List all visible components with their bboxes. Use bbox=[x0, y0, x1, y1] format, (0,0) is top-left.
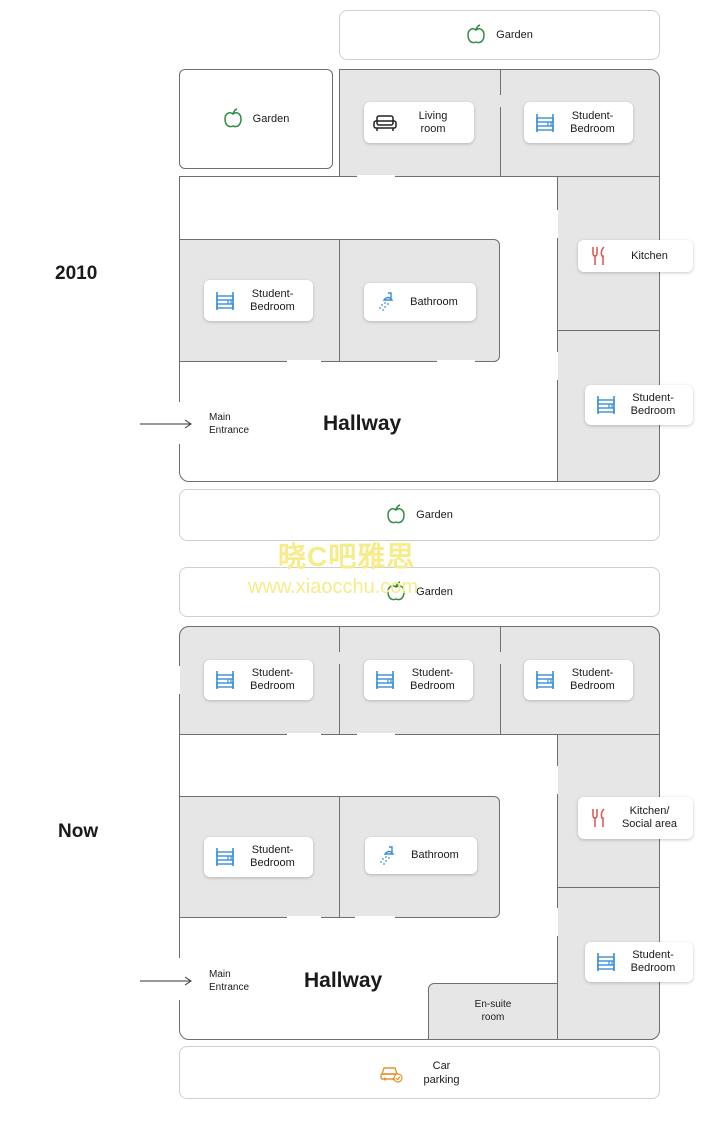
bedroom-label: Student- Bedroom bbox=[630, 949, 676, 974]
door-gap bbox=[357, 175, 395, 178]
bedroom-label: Student- Bedroom bbox=[630, 392, 676, 417]
wall-gap bbox=[499, 652, 502, 664]
entrance-arrow-icon bbox=[140, 419, 192, 429]
main-entrance-label: Main Entrance bbox=[209, 412, 250, 436]
bedroom-card: Student- Bedroom bbox=[524, 660, 633, 700]
door-gap bbox=[555, 210, 558, 238]
garden-bottom: Garden bbox=[179, 489, 660, 541]
garden-label: Garden bbox=[416, 586, 453, 598]
bunk-bed-icon bbox=[212, 288, 238, 314]
bedroom-card: Student- Bedroom bbox=[585, 385, 693, 425]
car-parking-label: Car parking bbox=[423, 1059, 460, 1086]
year-label: 2010 bbox=[55, 263, 98, 284]
garden-label: Garden bbox=[252, 113, 290, 125]
car-icon bbox=[380, 1066, 404, 1083]
living-room-card: Living room bbox=[364, 102, 474, 143]
door-gap bbox=[555, 766, 558, 794]
bedroom-label: Student- Bedroom bbox=[250, 287, 295, 313]
door-gap bbox=[287, 733, 321, 736]
shower-icon bbox=[373, 843, 399, 869]
bedroom-card: Student- Bedroom bbox=[364, 660, 473, 700]
door-gap bbox=[555, 352, 558, 380]
garden-label-group: Garden bbox=[180, 70, 332, 168]
watermark-title: 晓C吧雅思 bbox=[278, 541, 416, 572]
apple-icon bbox=[387, 581, 405, 601]
bedroom-label: Student- Bedroom bbox=[250, 667, 295, 692]
sofa-icon bbox=[372, 110, 398, 136]
garden-label: Garden bbox=[496, 29, 533, 41]
bedroom-label: Student- Bedroom bbox=[410, 667, 455, 692]
hallway-label: Hallway bbox=[304, 969, 383, 992]
bathroom-card: Bathroom bbox=[364, 283, 476, 321]
garden-top: Garden bbox=[179, 567, 660, 617]
door-gap bbox=[177, 666, 180, 694]
bathroom-label: Bathroom bbox=[410, 295, 458, 308]
cutlery-icon bbox=[586, 805, 612, 831]
garden-label: Garden bbox=[416, 509, 453, 521]
bedroom-card: Student- Bedroom bbox=[204, 660, 313, 700]
year-label: Now bbox=[58, 821, 99, 842]
hallway-label: Hallway bbox=[323, 412, 402, 435]
apple-icon bbox=[223, 108, 242, 128]
bedroom-label: Student- Bedroom bbox=[570, 109, 615, 135]
bunk-bed-icon bbox=[532, 667, 558, 693]
main-entrance-label: Main Entrance bbox=[209, 969, 250, 993]
door-gap bbox=[355, 916, 395, 919]
door-gap bbox=[555, 908, 558, 936]
cutlery-icon bbox=[586, 243, 612, 269]
bathroom-label: Bathroom bbox=[411, 849, 459, 861]
bunk-bed-icon bbox=[532, 110, 558, 136]
bunk-bed-icon bbox=[212, 667, 238, 693]
kitchen-card: Kitchen/ Social area bbox=[578, 797, 693, 839]
shower-icon bbox=[372, 289, 398, 315]
garden-label-group: Garden bbox=[340, 11, 659, 59]
door-gap bbox=[437, 360, 475, 363]
kitchen-card: Kitchen bbox=[578, 240, 693, 272]
watermark-url: www.xiaocchu.com bbox=[248, 576, 419, 598]
bedroom-card: Student- Bedroom bbox=[585, 942, 693, 982]
car-parking-group: Car parking bbox=[180, 1047, 659, 1098]
bunk-bed-icon bbox=[593, 392, 619, 418]
garden-top: Garden bbox=[339, 10, 660, 60]
bathroom-card: Bathroom bbox=[365, 837, 477, 874]
wall-gap bbox=[499, 95, 502, 107]
entrance-arrow-icon bbox=[140, 976, 192, 986]
garden-label-group: Garden bbox=[180, 490, 659, 540]
wall-gap bbox=[580, 329, 660, 332]
bunk-bed-icon bbox=[212, 844, 238, 870]
bedroom-label: Student- Bedroom bbox=[250, 844, 295, 869]
door-gap bbox=[177, 402, 180, 444]
door-gap bbox=[357, 733, 395, 736]
bedroom-card: Student- Bedroom bbox=[204, 837, 313, 877]
car-parking: Car parking bbox=[179, 1046, 660, 1099]
bedroom-card: Student- Bedroom bbox=[204, 280, 313, 321]
living-room-label: Living room bbox=[418, 109, 448, 135]
door-gap bbox=[287, 360, 321, 363]
ensuite-area bbox=[428, 983, 558, 1040]
ensuite-label: En-suite room bbox=[474, 999, 512, 1023]
bunk-bed-icon bbox=[593, 949, 619, 975]
wall-gap bbox=[338, 652, 341, 664]
bunk-bed-icon bbox=[372, 667, 398, 693]
door-gap bbox=[287, 916, 321, 919]
apple-icon bbox=[467, 24, 485, 44]
garden-left: Garden bbox=[179, 69, 333, 169]
kitchen-label: Kitchen bbox=[631, 249, 668, 262]
bedroom-card: Student- Bedroom bbox=[524, 102, 633, 143]
apple-icon bbox=[387, 504, 405, 524]
bedroom-label: Student- Bedroom bbox=[570, 667, 615, 692]
kitchen-label: Kitchen/ Social area bbox=[621, 805, 678, 830]
door-gap bbox=[177, 958, 180, 1000]
garden-label-group: Garden bbox=[180, 568, 659, 616]
